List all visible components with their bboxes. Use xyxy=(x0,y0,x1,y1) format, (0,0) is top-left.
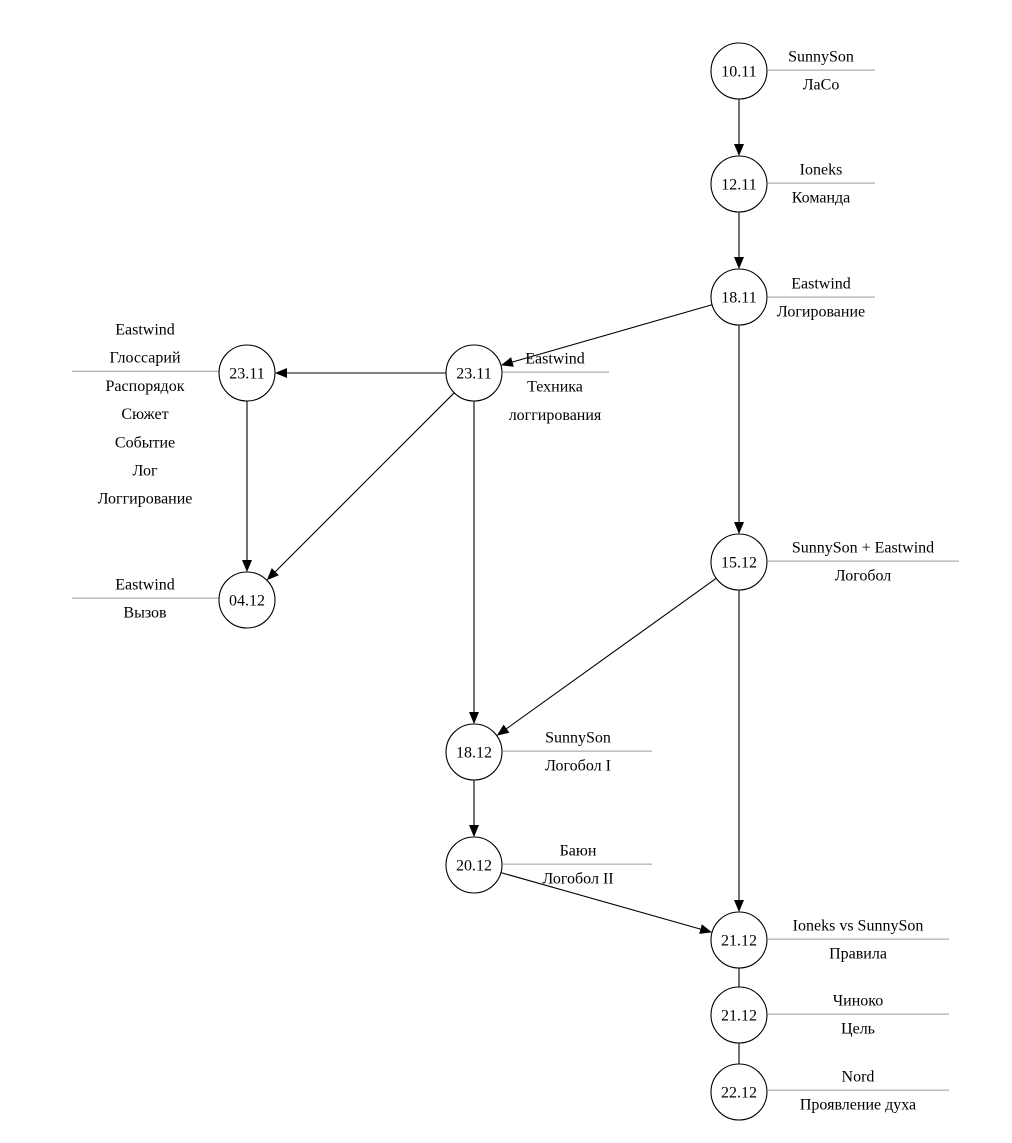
node-label: Логирование xyxy=(777,304,865,321)
node-circle xyxy=(218,344,276,402)
edge-line xyxy=(274,392,455,573)
node-date: 23.11 xyxy=(229,366,264,383)
arrowhead xyxy=(734,900,744,912)
edge-n8-n9 xyxy=(469,780,479,837)
node-label: Логгирование xyxy=(98,491,193,508)
edge-line xyxy=(500,872,701,930)
node-label: Ioneks vs SunnySon xyxy=(793,918,924,935)
node-label: Чиноко xyxy=(833,993,883,1010)
node-label: Eastwind xyxy=(115,322,175,339)
arrowhead xyxy=(266,568,279,581)
arrowhead xyxy=(469,825,479,837)
arrowhead xyxy=(734,257,744,269)
node-date: 23.11 xyxy=(456,366,491,383)
node-date: 22.12 xyxy=(721,1085,757,1102)
node-label: Eastwind xyxy=(115,577,175,594)
node-label: Лог xyxy=(132,463,157,480)
arrowhead xyxy=(734,144,744,156)
edge-n1-n2 xyxy=(734,99,744,156)
node-n5: 23.11 EastwindГлоссарийРаспорядокСюжетСоб… xyxy=(72,322,276,508)
node-date: 04.12 xyxy=(229,593,265,610)
edge-n4-n6 xyxy=(266,392,455,581)
node-label: Eastwind xyxy=(525,351,585,368)
node-circle xyxy=(710,533,768,591)
node-label: Логобол xyxy=(835,568,892,585)
edge-n7-n8 xyxy=(496,577,717,736)
node-circle xyxy=(445,723,503,781)
arrowhead xyxy=(500,357,514,367)
node-label: Распорядок xyxy=(106,378,185,395)
edge-line xyxy=(512,304,713,363)
node-circle xyxy=(710,155,768,213)
node-date: 12.11 xyxy=(721,177,756,194)
node-label: Баюн xyxy=(560,843,597,860)
edge-line xyxy=(506,577,717,730)
node-date: 21.12 xyxy=(721,933,757,950)
node-label: Логобол II xyxy=(542,871,613,888)
arrowhead xyxy=(469,712,479,724)
node-date: 10.11 xyxy=(721,64,756,81)
node-date: 20.12 xyxy=(456,858,492,875)
node-label: Глоссарий xyxy=(109,350,180,367)
node-circle xyxy=(445,344,503,402)
node-label: Техника xyxy=(527,379,583,396)
node-label: Eastwind xyxy=(791,276,851,293)
edge-n2-n3 xyxy=(734,212,744,269)
node-date: 21.12 xyxy=(721,1008,757,1025)
node-label: логгирования xyxy=(509,407,602,424)
node-label: Цель xyxy=(841,1021,875,1038)
arrowhead xyxy=(699,924,713,934)
arrowhead xyxy=(734,522,744,534)
edge-n7-n10 xyxy=(734,590,744,912)
arrowhead xyxy=(275,368,287,378)
edge-n4-n5 xyxy=(275,368,446,378)
node-label: Ioneks xyxy=(800,162,843,179)
node-label: Nord xyxy=(842,1069,875,1086)
node-label: SunnySon + Eastwind xyxy=(792,540,934,557)
edges-layer xyxy=(242,99,744,1064)
node-circle xyxy=(710,1063,768,1121)
node-label: Проявление духа xyxy=(800,1097,916,1114)
node-circle xyxy=(710,911,768,969)
node-label: Команда xyxy=(792,190,851,207)
node-circle xyxy=(218,571,276,629)
node-circle xyxy=(710,42,768,100)
node-label: ЛаСо xyxy=(803,77,840,94)
node-label: SunnySon xyxy=(545,730,611,747)
arrowhead xyxy=(496,724,510,736)
node-label: Событие xyxy=(115,434,175,451)
node-date: 15.12 xyxy=(721,555,757,572)
node-circle xyxy=(445,836,503,894)
arrowhead xyxy=(242,560,252,572)
node-label: Правила xyxy=(829,946,887,963)
node-label: Логобол I xyxy=(545,758,611,775)
node-date: 18.11 xyxy=(721,290,756,307)
edge-n3-n7 xyxy=(734,325,744,534)
node-date: 18.12 xyxy=(456,745,492,762)
node-circle xyxy=(710,268,768,326)
node-label: SunnySon xyxy=(788,49,854,66)
edge-n4-n8 xyxy=(469,401,479,724)
edge-n3-n4 xyxy=(500,304,713,367)
nodes-layer: 10.11SunnySonЛаСо12.11IoneksКоманда18.11… xyxy=(72,42,959,1121)
edge-n9-n10 xyxy=(500,872,713,934)
edge-n5-n6 xyxy=(242,401,252,572)
node-label: Вызов xyxy=(123,605,167,622)
node-label: Сюжет xyxy=(121,406,168,423)
node-circle xyxy=(710,986,768,1044)
